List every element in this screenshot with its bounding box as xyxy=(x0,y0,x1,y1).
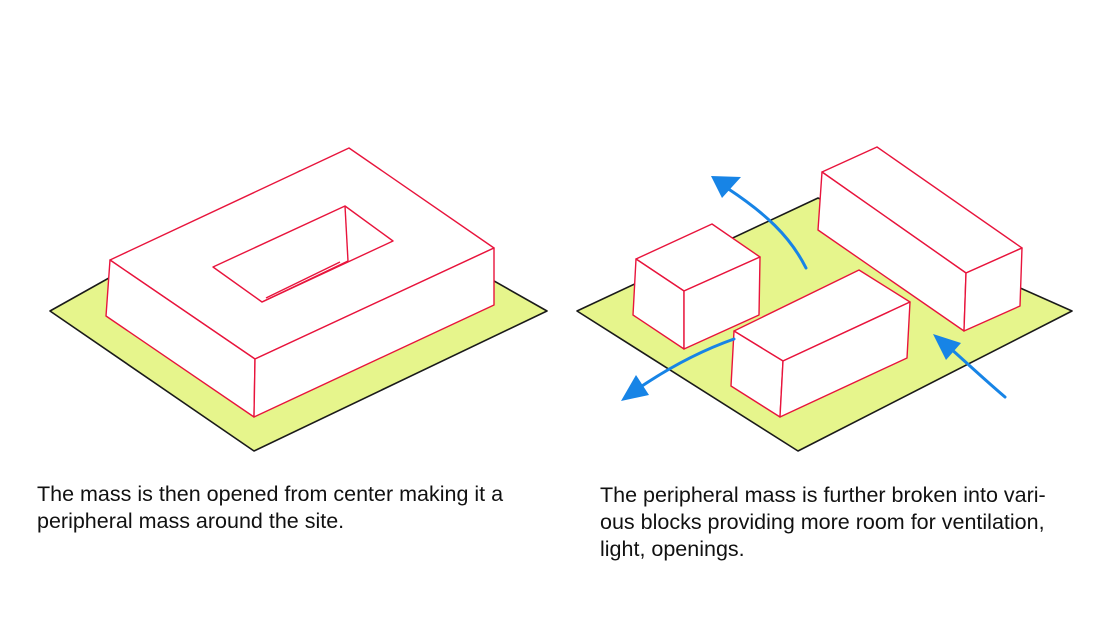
arrow-head xyxy=(711,176,741,198)
caption-right: The peripheral mass is further broken in… xyxy=(600,483,1046,561)
courtyard-inner-edge xyxy=(265,261,341,299)
arrow-head xyxy=(933,334,961,360)
ventilation-arrow-lower xyxy=(621,337,736,401)
broken-blocks-diagram xyxy=(576,146,1073,452)
caption-left: The mass is then opened from center maki… xyxy=(37,482,504,533)
ventilation-arrow-upper xyxy=(711,176,808,270)
courtyard-inner-edge xyxy=(344,205,349,262)
block-front-center xyxy=(730,269,911,418)
block-front-face xyxy=(683,256,761,350)
arrow-shaft xyxy=(725,186,808,270)
ring-mass xyxy=(105,147,495,418)
arrow-head xyxy=(621,375,649,401)
block-front-face xyxy=(963,247,1023,332)
block-long-right xyxy=(817,146,1023,332)
courtyard-inner-edge xyxy=(261,260,349,303)
block-small-left xyxy=(632,223,761,350)
ring-mass-diagram xyxy=(49,147,548,452)
courtyard-opening xyxy=(212,205,394,303)
ventilation-arrow-incoming xyxy=(933,334,1007,399)
ring-mass-front-face xyxy=(253,247,495,418)
arrow-shaft xyxy=(948,346,1007,399)
block-front-face xyxy=(779,301,911,418)
arrow-shaft xyxy=(637,337,736,390)
